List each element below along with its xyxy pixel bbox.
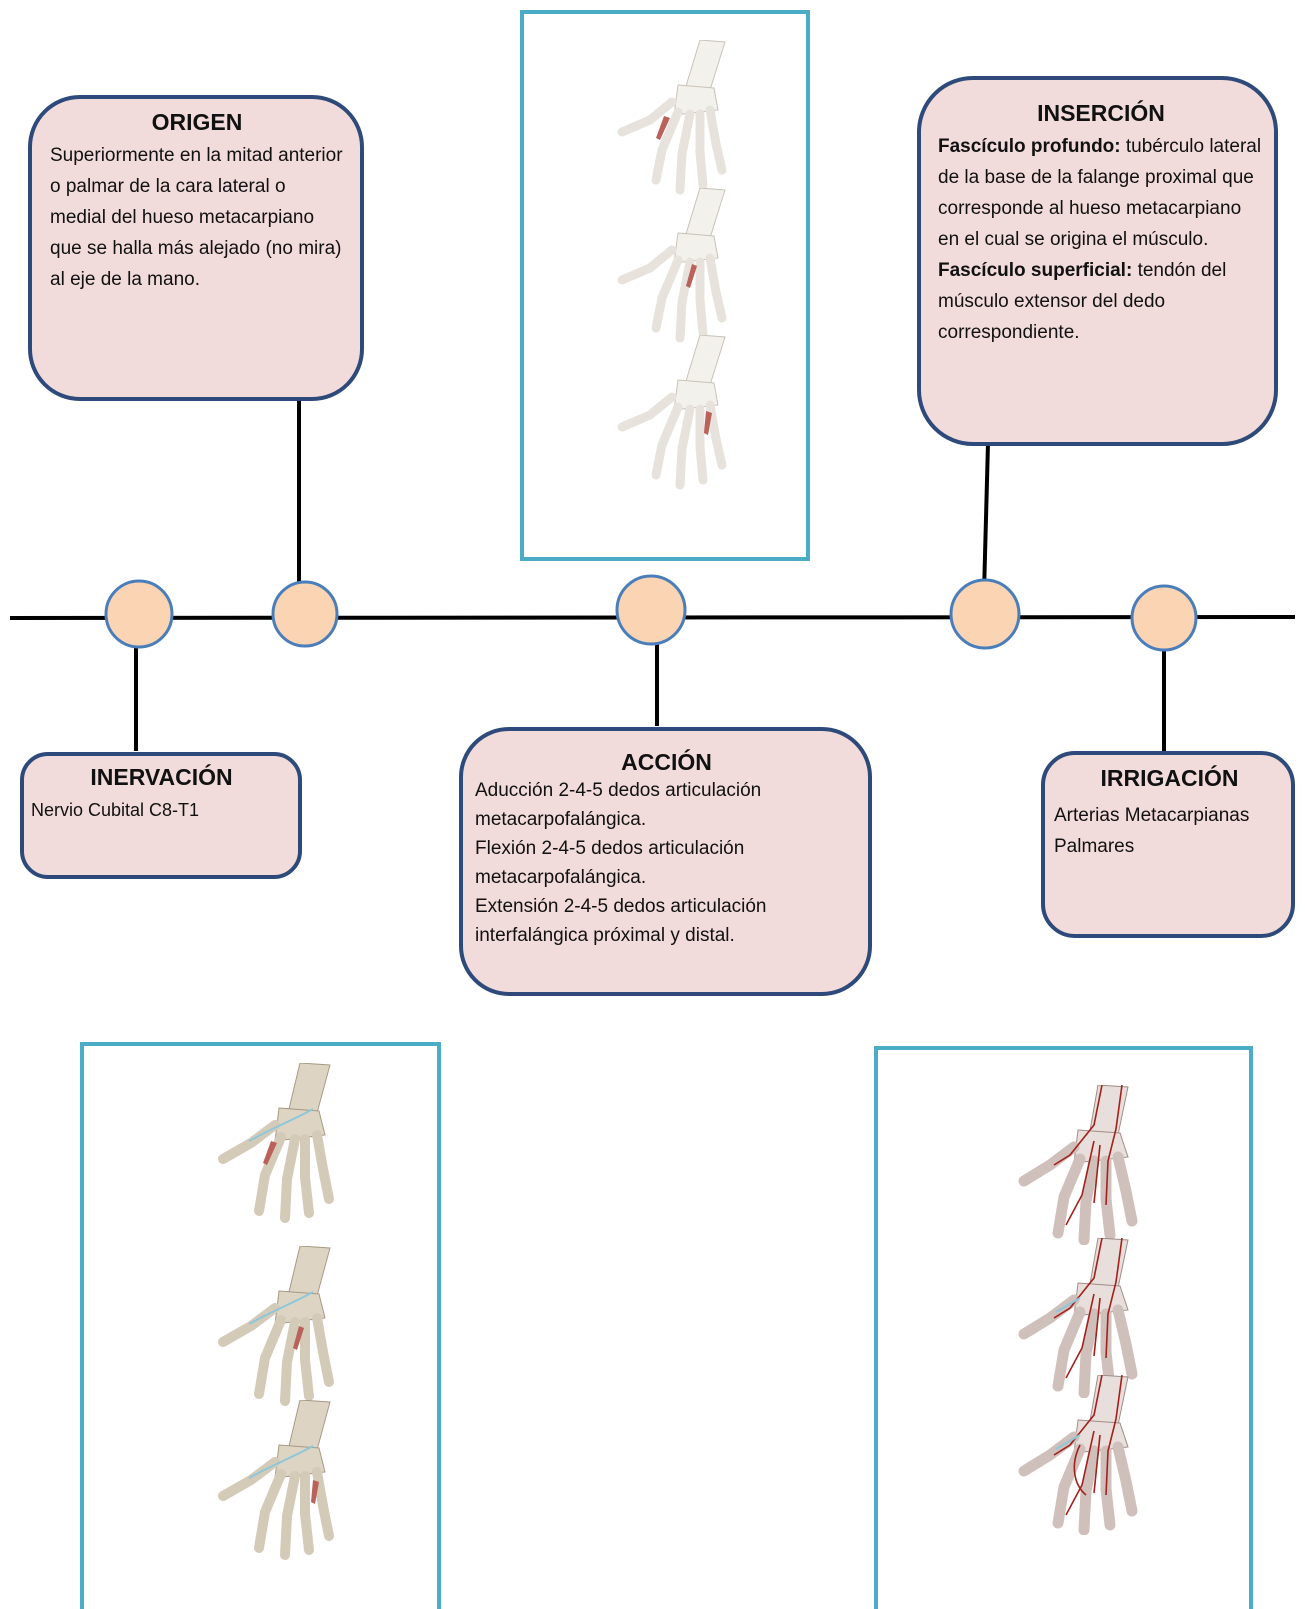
timeline-node bbox=[271, 580, 339, 648]
timeline-node bbox=[1130, 584, 1198, 652]
inervacion-text: Nervio Cubital C8-T1 bbox=[31, 800, 200, 820]
hand-artery-view bbox=[1018, 1375, 1138, 1535]
hand-nerve-view bbox=[218, 1400, 334, 1560]
insercion-text-superficial: tendón del músculo extensor del dedo cor… bbox=[938, 260, 1227, 343]
hand-artery-view bbox=[1018, 1238, 1138, 1398]
hand-artery-view bbox=[1018, 1085, 1138, 1245]
timeline-node bbox=[615, 574, 687, 646]
hand-nerve-view bbox=[218, 1246, 334, 1406]
hand-bones-muscle-view bbox=[617, 335, 727, 490]
irrigacion-box: IRRIGACIÓN Arterias Metacarpianas Palmar… bbox=[1041, 751, 1295, 938]
insercion-title: INSERCIÓN bbox=[1037, 100, 1165, 126]
irrigacion-text: Arterias Metacarpianas Palmares bbox=[1054, 805, 1250, 857]
accion-line: Extensión 2-4-5 dedos articulación inter… bbox=[475, 896, 767, 946]
inervacion-box: INERVACIÓN Nervio Cubital C8-T1 bbox=[20, 752, 302, 879]
accion-line: Aducción 2-4-5 dedos articulación metaca… bbox=[475, 780, 762, 830]
timeline-node bbox=[949, 578, 1021, 650]
timeline-node bbox=[104, 579, 174, 649]
accion-line: Flexión 2-4-5 dedos articulación metacar… bbox=[475, 838, 745, 888]
insercion-text-profundo: tubérculo lateral de la base de la falan… bbox=[938, 136, 1262, 250]
hand-bones-muscle-view bbox=[617, 40, 727, 195]
irrigacion-title: IRRIGACIÓN bbox=[1100, 765, 1239, 791]
image-frame-top bbox=[520, 10, 810, 561]
accion-box: ACCIÓN Aducción 2-4-5 dedos articulación… bbox=[459, 727, 872, 996]
inervacion-title: INERVACIÓN bbox=[90, 764, 233, 790]
origen-title: ORIGEN bbox=[151, 109, 243, 135]
insercion-label-superficial: Fascículo superficial: bbox=[938, 260, 1133, 281]
origen-box: ORIGEN Superiormente en la mitad anterio… bbox=[28, 95, 364, 401]
hand-bones-muscle-view bbox=[617, 188, 727, 343]
insercion-box: INSERCIÓN Fascículo profundo: tubérculo … bbox=[917, 76, 1278, 446]
origen-text: Superiormente en la mitad anterior o pal… bbox=[50, 145, 343, 290]
insercion-label-profundo: Fascículo profundo: bbox=[938, 136, 1121, 157]
accion-text: Aducción 2-4-5 dedos articulación metaca… bbox=[475, 776, 858, 950]
hand-nerve-view bbox=[218, 1063, 334, 1223]
connector-insercion bbox=[982, 442, 990, 594]
accion-title: ACCIÓN bbox=[621, 749, 712, 775]
insercion-text: Fascículo profundo: tubérculo lateral de… bbox=[938, 131, 1264, 348]
